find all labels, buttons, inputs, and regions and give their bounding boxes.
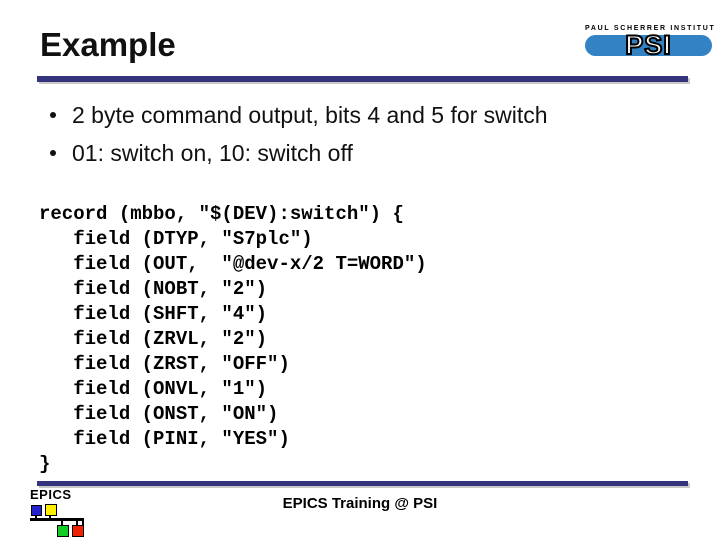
- bullet-icon: [50, 112, 56, 118]
- epics-logo: EPICS: [30, 488, 88, 540]
- psi-logo: PAUL SCHERRER INSTITUT PSI: [585, 25, 716, 61]
- bullet-text: 01: switch on, 10: switch off: [72, 139, 353, 166]
- code-block: record (mbbo, "$(DEV):switch") { field (…: [39, 203, 427, 475]
- psi-oval: PSI: [585, 29, 712, 61]
- epics-logo-diagram: [30, 503, 88, 540]
- epics-node-stem: [35, 515, 37, 518]
- epics-logo-label: EPICS: [30, 487, 72, 502]
- footer-text: EPICS Training @ PSI: [282, 495, 438, 512]
- psi-institute-label: PAUL SCHERRER INSTITUT: [585, 25, 716, 32]
- header-rule: [37, 76, 688, 82]
- psi-acronym-text: PSI: [624, 29, 672, 61]
- epics-bus-end-tick: [82, 521, 84, 527]
- bullet-item: 01: switch on, 10: switch off: [46, 134, 548, 172]
- epics-bus-line: [30, 518, 84, 521]
- bullet-list: 2 byte command output, bits 4 and 5 for …: [46, 96, 548, 172]
- epics-node-stem: [49, 515, 51, 518]
- epics-node-red: [72, 525, 84, 537]
- epics-node-green: [57, 525, 69, 537]
- epics-node-yellow: [45, 504, 57, 516]
- page-title: Example: [40, 26, 176, 63]
- bullet-text: 2 byte command output, bits 4 and 5 for …: [72, 101, 548, 128]
- epics-node-stem: [76, 521, 78, 525]
- bullet-icon: [50, 150, 56, 156]
- bullet-item: 2 byte command output, bits 4 and 5 for …: [46, 96, 548, 134]
- footer-rule: [37, 481, 688, 486]
- epics-node-stem: [61, 521, 63, 525]
